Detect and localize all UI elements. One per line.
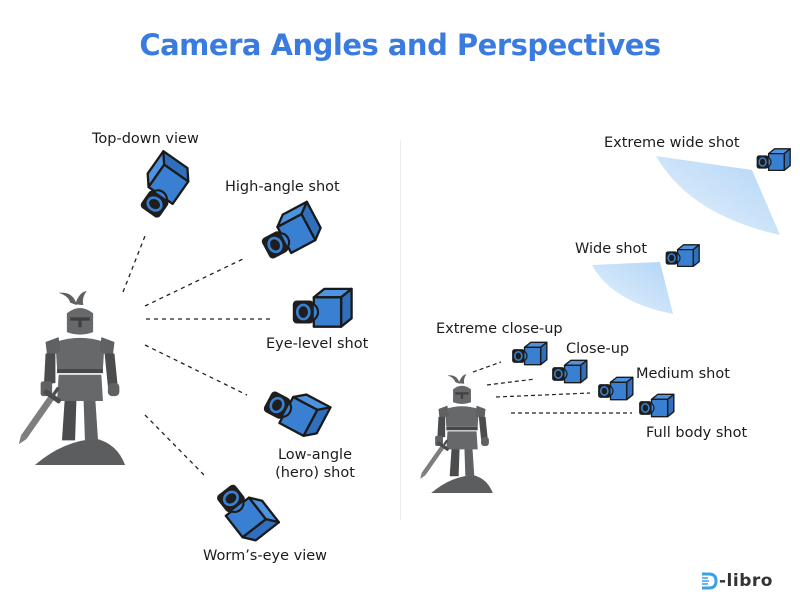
label-extreme-close-up: Extreme close-up <box>436 321 563 337</box>
camera-eye-level <box>291 287 353 328</box>
label-low-angle-shot: Low-angle (hero) shot <box>270 446 360 482</box>
camera-worms-eye <box>211 474 281 547</box>
label-medium-shot: Medium shot <box>636 366 730 382</box>
label-wide-shot: Wide shot <box>575 241 648 257</box>
camera-close-up <box>551 359 588 384</box>
label-high-angle-shot: High-angle shot <box>225 179 340 195</box>
brand-logo: -libro <box>700 571 773 591</box>
sightlines-right <box>472 361 632 414</box>
sightline-low-angle <box>144 344 248 396</box>
camera-extreme-close-up <box>511 341 548 366</box>
label-extreme-wide-shot: Extreme wide shot <box>604 135 740 151</box>
d-libro-logo-icon <box>702 572 718 590</box>
sightline-close-up <box>486 378 536 386</box>
camera-full-body <box>638 393 675 418</box>
label-full-body-shot: Full body shot <box>646 425 748 441</box>
sightline-worms-eye <box>144 414 206 477</box>
panel-divider <box>400 140 401 520</box>
brand-name: -libro <box>719 571 773 591</box>
page-title: Camera Angles and Perspectives <box>139 28 661 62</box>
label-worms-eye-view: Worm’s-eye view <box>203 548 328 564</box>
label-low-angle-line2: (hero) shot <box>275 465 355 481</box>
sightline-medium <box>495 392 591 398</box>
camera-wide <box>664 244 700 268</box>
label-top-down-view: Top-down view <box>92 131 199 147</box>
camera-top-down <box>128 150 196 223</box>
frustum-extreme-wide <box>656 156 780 235</box>
label-close-up: Close-up <box>566 341 630 357</box>
camera-extreme-wide <box>755 148 791 172</box>
sightline-extreme-close-up <box>472 361 502 373</box>
sightline-high-angle <box>144 257 246 307</box>
label-eye-level-shot: Eye-level shot <box>266 336 369 352</box>
sightline-top-down <box>122 235 146 293</box>
camera-high-angle <box>253 200 326 264</box>
camera-low-angle <box>259 378 332 442</box>
knight-figure-right <box>414 374 493 493</box>
sightlines-left <box>122 235 270 477</box>
camera-medium <box>597 376 634 401</box>
label-low-angle-line1: Low-angle <box>277 447 352 463</box>
frustum-wide <box>592 262 673 314</box>
knight-figure-left <box>10 291 126 465</box>
